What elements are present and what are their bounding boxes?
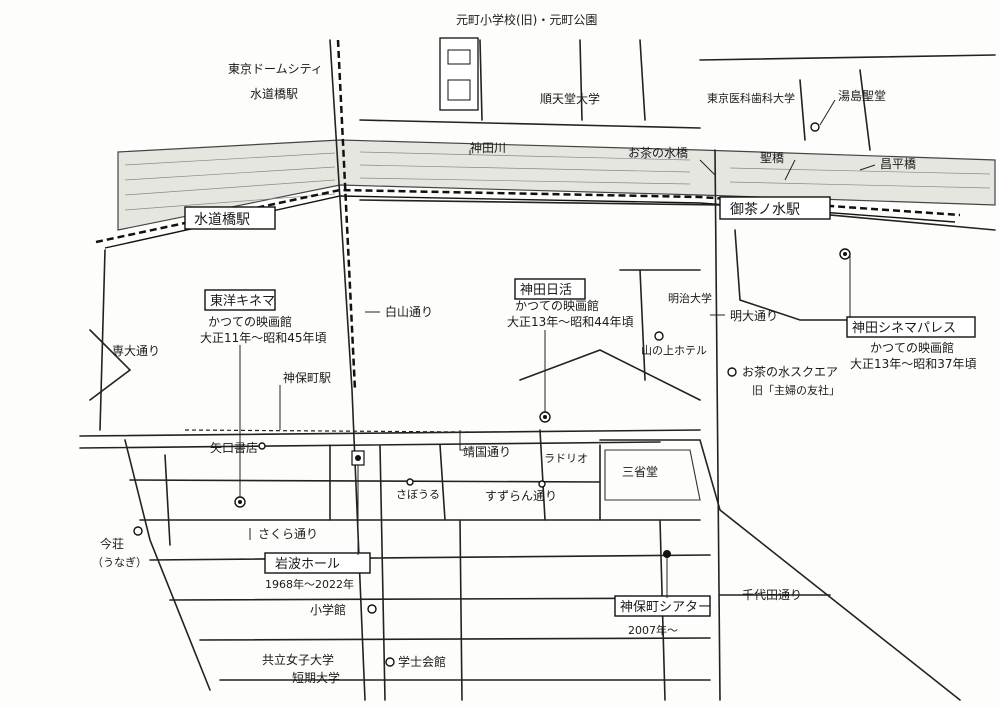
iwanami-hall-label: 岩波ホール: [275, 557, 340, 572]
iwanami-hall-box: [264, 552, 371, 574]
radio-marker: [538, 480, 546, 488]
yushima-seido-marker: [810, 122, 820, 132]
iwanami-years-label: 1968年～2022年: [265, 577, 354, 591]
senshu-dori-label: 専大通り: [112, 344, 160, 358]
imaso-label-2: （うなぎ）: [92, 555, 147, 569]
kanda-cinema-palace-note2: 大正13年～昭和37年頃: [850, 357, 977, 371]
leader-lines: [239, 99, 876, 598]
radio-label: ラドリオ: [544, 452, 588, 465]
yaguchi-shoten-label: 矢口書店: [210, 441, 258, 455]
gakushi-kaikan-label: 学士会館: [398, 654, 446, 669]
motomachi-school-building: [439, 37, 479, 111]
sanseido-label: 三省堂: [622, 465, 658, 479]
yushima-seido-label: 湯島聖堂: [838, 88, 886, 103]
kanda-nikkatsu-label: 神田日活: [520, 283, 572, 298]
gakushi-kaikan-marker: [385, 657, 395, 667]
tokyo-medical-dental-label: 東京医科歯科大学: [707, 91, 795, 105]
sabouru-marker: [406, 478, 414, 486]
ochanomizu-bridge-label: お茶の水橋: [628, 145, 688, 160]
kanda-nikkatsu-note2: 大正13年～昭和44年頃: [507, 315, 634, 329]
toyo-kinema-box: [204, 289, 276, 311]
motomachi-school-label: 元町小学校(旧)・元町公園: [456, 12, 597, 27]
jimbocho-theater-marker: [663, 550, 671, 558]
sakura-dori-label: さくら通り: [258, 527, 318, 541]
imaso-marker: [133, 526, 143, 536]
jimbocho-station-label: 神保町駅: [283, 371, 331, 385]
toyo-kinema-note1: かつての映画館: [208, 314, 292, 329]
hakusan-dori-label: 白山通り: [385, 304, 433, 319]
suidobashi-station-box-group: 水道橋駅: [184, 206, 276, 230]
shohei-bridge-label: 昌平橋: [880, 157, 916, 171]
hijiri-bridge-label: 聖橋: [760, 151, 784, 165]
kanda-river-label: 神田川: [470, 141, 506, 155]
yamanoue-hotel-label: 山の上ホテル: [641, 344, 707, 357]
sabouru-label: さぼうる: [396, 488, 440, 501]
yasukuni-dori-label: 靖国通り: [463, 445, 511, 459]
yaguchi-marker: [258, 442, 266, 450]
juntendo-univ-label: 順天堂大学: [540, 91, 600, 106]
kyoritsu-label-1: 共立女子大学: [262, 652, 334, 667]
suzuran-dori-label: すずらん通り: [485, 489, 557, 503]
meidai-dori-label: 明大通り: [730, 309, 778, 323]
suidobashi-station-label: 水道橋駅: [250, 87, 298, 101]
markers: [133, 122, 851, 667]
kanda-cinema-palace-box: [846, 316, 976, 338]
ochanomizu-square-marker: [727, 367, 737, 377]
kanda-cinema-palace-label: 神田シネマパレス: [852, 321, 956, 336]
suidobashi-station-box-label: 水道橋駅: [194, 212, 250, 228]
yamanoue-hotel-marker: [654, 331, 664, 341]
shogakukan-label: 小学館: [310, 602, 346, 617]
ochanomizu-square-label: お茶の水スクエア: [742, 364, 838, 379]
tokyo-dome-city-label: 東京ドームシティ: [228, 62, 323, 76]
chiyoda-dori-label: 千代田通り: [742, 588, 802, 602]
kanda-nikkatsu-note1: かつての映画館: [515, 298, 599, 313]
jimbocho-theater-box: [614, 595, 711, 617]
meiji-univ-label: 明治大学: [668, 291, 712, 305]
shufunotomo-label: 旧「主婦の友社」: [752, 383, 840, 397]
ochanomizu-station-box-group: 御茶ノ水駅: [719, 196, 831, 220]
ochanomizu-station-box-label: 御茶ノ水駅: [730, 202, 800, 218]
jimbocho-theater-year-label: 2007年～: [628, 623, 678, 637]
roads: [79, 39, 996, 701]
toyo-kinema-label: 東洋キネマ: [210, 293, 275, 309]
kanda-cinema-palace-note1: かつての映画館: [870, 340, 954, 355]
shogakukan-marker: [367, 604, 377, 614]
toyo-kinema-note2: 大正11年～昭和45年頃: [200, 331, 327, 345]
imaso-label-1: 今荘: [100, 536, 124, 551]
kanda-nikkatsu-box: [514, 278, 586, 300]
jimbocho-theater-label: 神保町シアター: [620, 600, 711, 615]
kyoritsu-label-2: 短期大学: [292, 670, 340, 685]
